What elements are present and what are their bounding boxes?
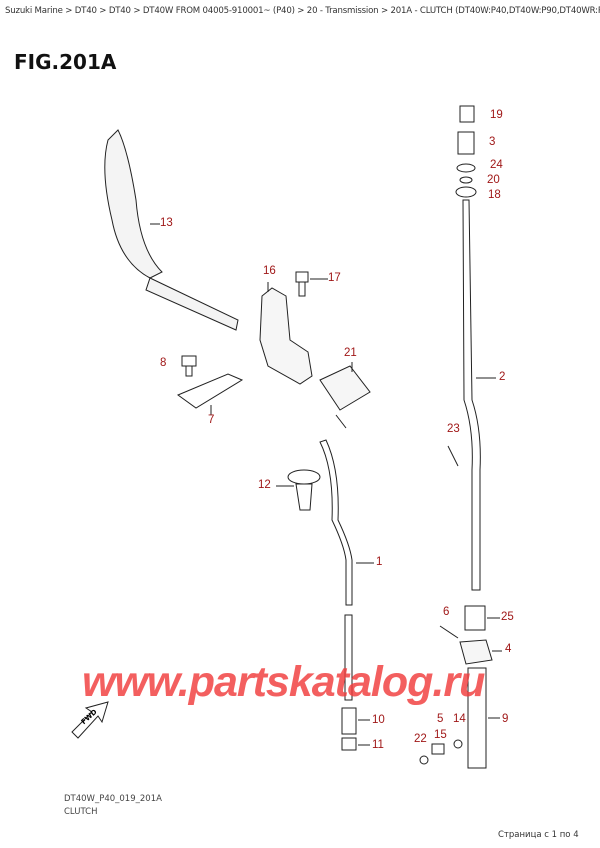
callout-13[interactable]: 13 xyxy=(160,217,173,229)
callout-14[interactable]: 14 xyxy=(453,713,466,725)
part-15-spring xyxy=(431,743,445,755)
callout-2[interactable]: 2 xyxy=(499,371,506,383)
callout-18[interactable]: 18 xyxy=(488,189,501,201)
part-12-grommet xyxy=(276,469,321,511)
callout-12[interactable]: 12 xyxy=(258,479,271,491)
part-22-ball xyxy=(419,755,429,765)
part-23-pin xyxy=(447,445,459,467)
part-18-ring xyxy=(455,186,477,198)
callout-23[interactable]: 23 xyxy=(447,423,460,435)
callout-11[interactable]: 11 xyxy=(372,739,384,751)
caption: CLUTCH xyxy=(64,807,98,817)
callout-22[interactable]: 22 xyxy=(414,733,427,745)
callout-4[interactable]: 4 xyxy=(505,643,512,655)
page-indicator: Страница с 1 по 4 xyxy=(498,830,579,840)
part-8-bolt xyxy=(181,355,197,377)
drawing-code: DT40W_P40_019_201A xyxy=(64,794,162,804)
part-21-clutch-arm xyxy=(319,362,371,429)
part-9-clutch-rod xyxy=(467,667,500,769)
callout-25[interactable]: 25 xyxy=(501,611,514,623)
callout-16[interactable]: 16 xyxy=(263,265,276,277)
callout-7[interactable]: 7 xyxy=(208,414,215,426)
part-7-plate xyxy=(176,373,244,415)
part-3-bushing xyxy=(457,131,475,155)
watermark: www.partskatalog.ru xyxy=(82,658,485,706)
callout-5[interactable]: 5 xyxy=(437,713,444,725)
part-11-nut xyxy=(341,737,370,751)
part-10-sleeve xyxy=(341,707,370,735)
callout-8[interactable]: 8 xyxy=(160,357,167,369)
breadcrumb[interactable]: Suzuki Marine > DT40 > DT40 > DT40W FROM… xyxy=(5,6,600,16)
callout-21[interactable]: 21 xyxy=(344,347,357,359)
fwd-arrow-icon xyxy=(71,701,109,739)
callout-20[interactable]: 20 xyxy=(487,174,500,186)
callout-17[interactable]: 17 xyxy=(328,272,341,284)
callout-1[interactable]: 1 xyxy=(376,556,383,568)
callout-10[interactable]: 10 xyxy=(372,714,385,726)
part-4-shifter xyxy=(459,639,502,665)
part-17-bolt xyxy=(295,271,328,297)
callout-19[interactable]: 19 xyxy=(490,109,503,121)
part-1-lower-rod xyxy=(344,614,353,701)
figure-title: FIG.201A xyxy=(14,50,117,74)
part-13-lever-handle xyxy=(104,129,239,331)
part-14-ball xyxy=(453,739,463,749)
callout-3[interactable]: 3 xyxy=(489,136,496,148)
part-19-cap xyxy=(459,105,475,123)
callout-6[interactable]: 6 xyxy=(443,606,450,618)
part-1-shift-rod xyxy=(319,439,374,606)
part-24-oring xyxy=(456,163,476,173)
part-16-clutch-bracket xyxy=(259,282,313,385)
part-25-collar xyxy=(464,605,500,631)
part-20-washer xyxy=(459,176,473,184)
callout-24[interactable]: 24 xyxy=(490,159,503,171)
callout-9[interactable]: 9 xyxy=(502,713,509,725)
callout-15[interactable]: 15 xyxy=(434,729,447,741)
part-6-pin xyxy=(439,625,459,639)
part-2-shift-shaft xyxy=(462,199,496,591)
